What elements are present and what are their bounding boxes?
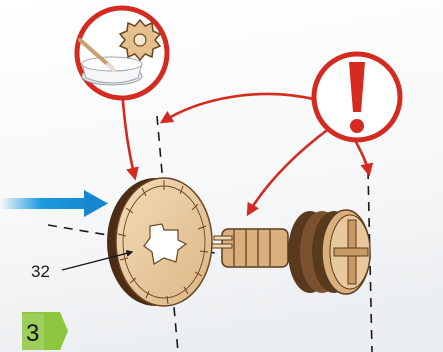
glue-gear-icon — [77, 8, 167, 98]
step-badge: 3 — [22, 312, 68, 350]
part-number-label: 32 — [31, 262, 50, 281]
step-number: 3 — [26, 320, 39, 347]
exclamation-warning-icon — [314, 54, 400, 140]
dial-disc-part — [107, 178, 212, 306]
